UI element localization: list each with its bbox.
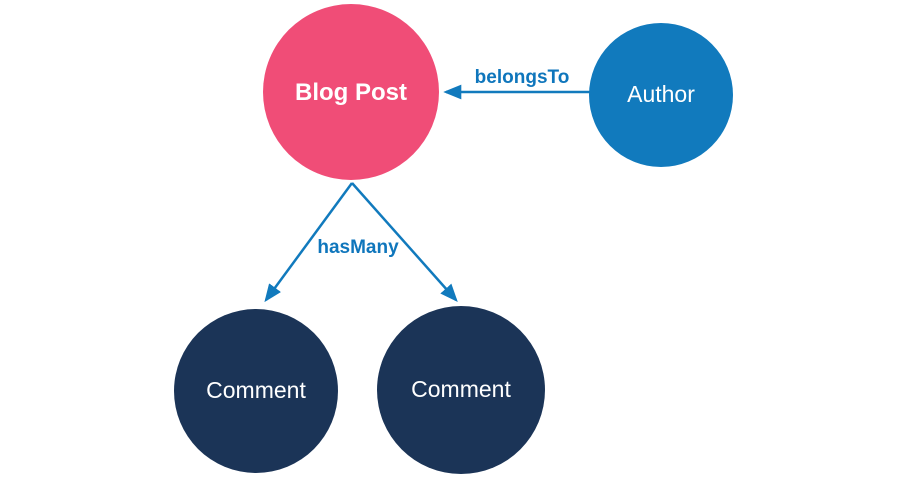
belongs-to-label: belongsTo (475, 67, 570, 88)
blog-post-node (263, 4, 439, 180)
comment-label-left: Comment (206, 377, 306, 403)
comment-node-left (174, 309, 338, 473)
comment-label-right: Comment (411, 376, 511, 402)
blog-post-label: Blog Post (295, 79, 407, 106)
has-many-arrow-right (351, 182, 458, 303)
author-label: Author (627, 81, 695, 107)
comment-node-right (377, 306, 545, 474)
author-node (589, 23, 733, 167)
has-many-label: hasMany (317, 237, 399, 258)
has-many-arrow-left (264, 182, 354, 303)
